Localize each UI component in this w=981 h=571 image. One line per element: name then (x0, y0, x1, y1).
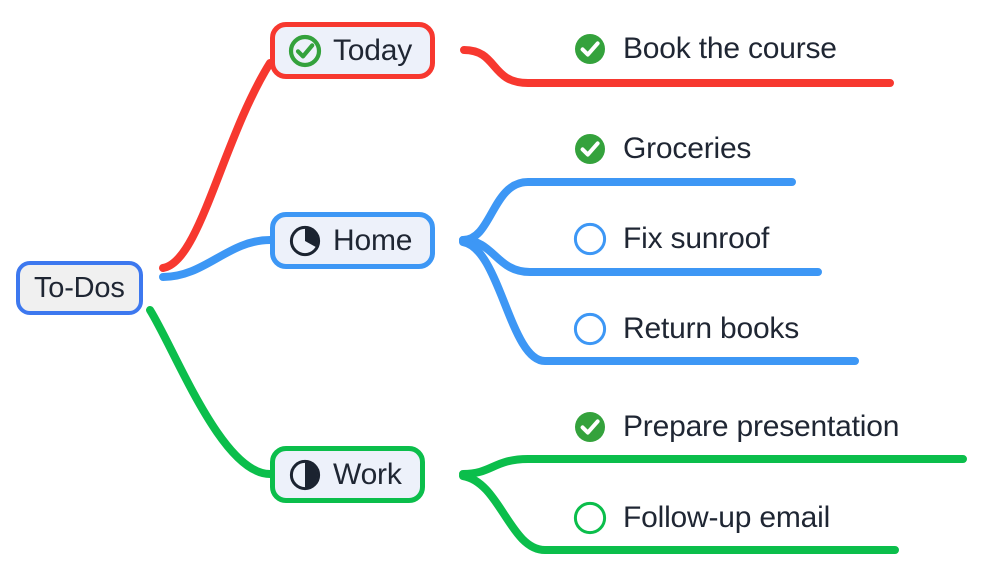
leaf-label: Book the course (623, 32, 837, 65)
edge-today-book-the-course (460, 46, 894, 87)
node-root-label: To-Dos (34, 271, 125, 304)
edge-root-home (159, 236, 274, 281)
node-branch-label: Home (333, 223, 413, 257)
edge-home-return-books (459, 238, 859, 365)
circle-outline-icon[interactable] (572, 500, 608, 536)
leaf-follow-up-email[interactable]: Follow-up email (572, 500, 830, 536)
leaf-groceries[interactable]: Groceries (572, 131, 751, 167)
edge-work-follow-up-email (459, 472, 899, 554)
check-circle-filled-icon[interactable] (572, 131, 608, 167)
pie-progress-half-icon (289, 459, 321, 490)
leaf-label: Groceries (623, 132, 752, 165)
edge-home-fix-sunroof (459, 236, 822, 276)
node-branch-label: Today (333, 33, 413, 67)
check-circle-filled-icon[interactable] (572, 31, 608, 67)
pie-progress-third-icon (289, 225, 321, 256)
circle-outline-icon[interactable] (572, 311, 608, 347)
node-root-to-dos[interactable]: To-Dos (16, 261, 143, 315)
circle-outline-icon[interactable] (572, 221, 608, 257)
leaf-fix-sunroof[interactable]: Fix sunroof (572, 221, 769, 257)
leaf-label: Fix sunroof (623, 222, 770, 255)
node-branch-work[interactable]: Work (270, 446, 425, 503)
leaf-label: Follow-up email (623, 501, 831, 534)
node-branch-today[interactable]: Today (270, 22, 436, 79)
node-branch-home[interactable]: Home (270, 212, 436, 269)
leaf-label: Return books (623, 312, 800, 345)
node-branch-label: Work (333, 457, 402, 491)
leaf-book-the-course[interactable]: Book the course (572, 31, 837, 67)
check-circle-filled-icon[interactable] (572, 409, 608, 445)
edge-root-today (159, 59, 274, 272)
leaf-label: Prepare presentation (623, 410, 900, 443)
leaf-prepare-presentation[interactable]: Prepare presentation (572, 409, 899, 445)
check-circle-outline-icon (288, 34, 322, 67)
leaf-return-books[interactable]: Return books (572, 311, 799, 347)
edge-root-work (146, 306, 274, 478)
edge-work-prepare-presentation (459, 455, 967, 478)
